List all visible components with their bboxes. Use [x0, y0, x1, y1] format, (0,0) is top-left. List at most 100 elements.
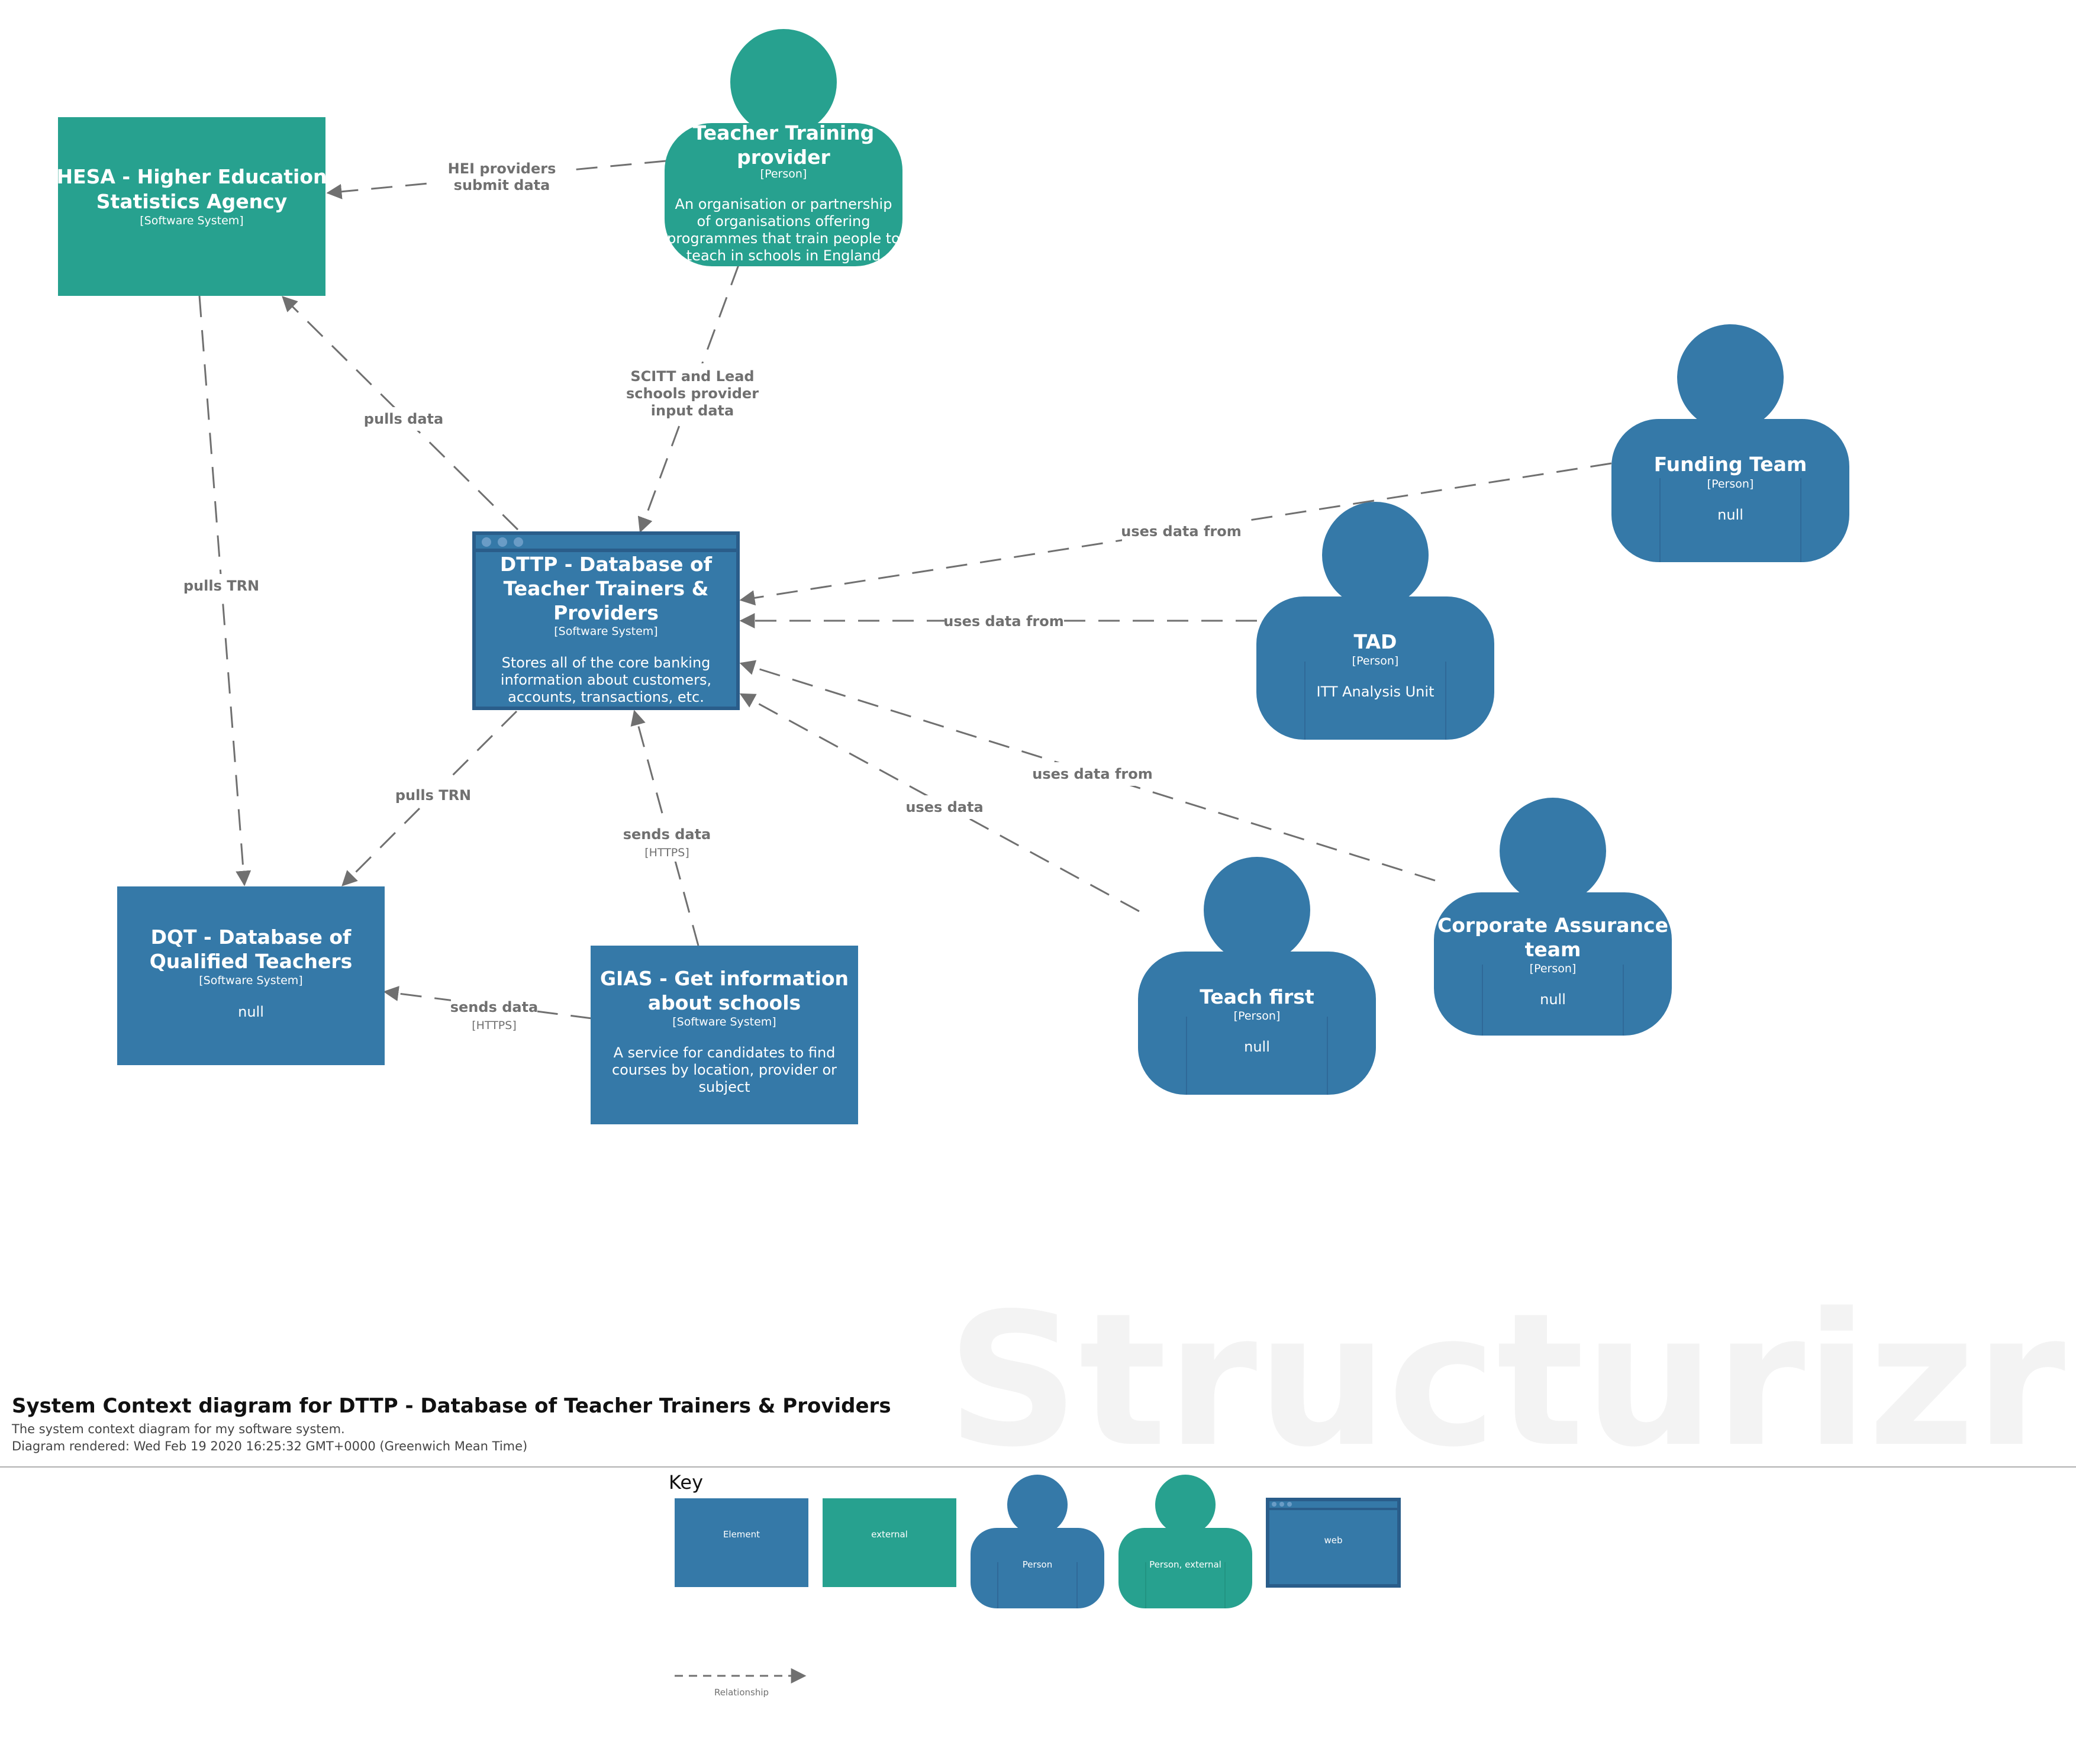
rel-pulls-trn-hesa-label-line-1: pulls TRN [183, 578, 259, 594]
structurizr-watermark: Structurizr [947, 1274, 2067, 1488]
dqt-name-line-1: DQT - Database of [151, 925, 352, 949]
dttp-name-line-3: Providers [553, 601, 659, 624]
key-web-dot-3 [1287, 1502, 1292, 1507]
teachfirst-body [1138, 952, 1376, 1095]
rel-pulls-data-label-line-1: pulls data [364, 411, 443, 427]
ttp-desc-line-3: programmes that train people to [667, 230, 900, 247]
rel-corporate-label-line-1: uses data from [1032, 766, 1152, 782]
rel-pulls-data-line [282, 296, 519, 531]
key-web-dot-1 [1272, 1502, 1276, 1507]
dttp-desc-line-2: information about customers, [501, 672, 711, 688]
dqt-name-line-2: Qualified Teachers [150, 950, 353, 973]
key-item-web: web [1266, 1498, 1401, 1588]
element-gias[interactable]: GIAS - Get information about schools [So… [591, 946, 858, 1124]
key-person-head [1007, 1475, 1068, 1535]
key-item-element: Element [675, 1498, 808, 1587]
rel-funding-label: uses data from [1121, 520, 1242, 543]
element-hesa[interactable]: HESA - Higher Education Statistics Agenc… [56, 117, 327, 296]
ttp-name-line-2: provider [737, 146, 830, 169]
element-corporate-assurance[interactable]: Corporate Assurance team [Person] null [1434, 798, 1672, 1036]
rel-scitt-label: SCITT and Lead schools provider input da… [626, 363, 759, 423]
teachfirst-name: Teach first [1200, 985, 1314, 1008]
diagram-rendered-date: Diagram rendered: Wed Feb 19 2020 16:25:… [12, 1439, 527, 1453]
hesa-type: [Software System] [140, 214, 243, 227]
tad-name: TAD [1354, 630, 1397, 653]
key-person-external-label: Person, external [1149, 1559, 1221, 1570]
key-person-external-head [1155, 1475, 1216, 1535]
gias-name-line-1: GIAS - Get information [600, 967, 849, 990]
key-web-box [1266, 1498, 1400, 1587]
gias-desc-line-3: subject [699, 1079, 750, 1095]
rel-pulls-trn-dttp-label: pulls TRN [393, 783, 473, 807]
key: Key Element external Person Person, exte… [669, 1471, 1401, 1698]
funding-body [1611, 419, 1849, 562]
key-item-person-external: Person, external [1118, 1475, 1252, 1608]
element-dqt[interactable]: DQT - Database of Qualified Teachers [So… [117, 886, 385, 1065]
rel-scitt-label-line-2: schools provider [626, 385, 759, 402]
key-external-label: external [871, 1529, 908, 1540]
rel-hei-label-line-1: HEI providers [448, 160, 556, 177]
key-person-label: Person [1023, 1559, 1052, 1570]
teachfirst-head [1204, 857, 1310, 963]
key-person-body [971, 1528, 1104, 1608]
dttp-window-frame [472, 531, 740, 710]
key-web-label: web [1324, 1535, 1342, 1546]
rel-funding-line [739, 462, 1612, 606]
corporate-desc: null [1540, 991, 1566, 1008]
rel-gias-dqt-technology: [HTTPS] [472, 1019, 517, 1032]
rel-gias-dttp-technology: [HTTPS] [644, 846, 689, 859]
rel-gias-dttp-label: sends data [HTTPS] [623, 823, 711, 862]
dttp-name-line-2: Teacher Trainers & [504, 577, 709, 600]
rel-tad-label-line-1: uses data from [943, 613, 1063, 630]
element-dttp[interactable]: DTTP - Database of Teacher Trainers & Pr… [472, 531, 740, 710]
rel-teachfirst-label-line-1: uses data [905, 799, 983, 815]
key-element-box [675, 1498, 808, 1587]
corporate-type: [Person] [1530, 962, 1577, 975]
ttp-desc-line-2: of organisations offering [697, 213, 871, 230]
rel-gias-dqt-label-line-1: sends data [450, 999, 539, 1015]
tad-arms [1304, 662, 1446, 740]
rel-pulls-trn-hesa-label: pulls TRN [181, 574, 262, 598]
element-teacher-training-provider[interactable]: Teacher Training provider [Person] An or… [665, 29, 902, 266]
hesa-name-line-2: Statistics Agency [96, 190, 287, 213]
diagram-description: The system context diagram for my softwa… [11, 1422, 345, 1436]
rel-scitt-label-line-3: input data [651, 402, 734, 419]
dttp-desc-line-3: accounts, transactions, etc. [508, 689, 704, 705]
title-block: System Context diagram for DTTP - Databa… [11, 1394, 891, 1453]
ttp-body [665, 123, 902, 266]
key-item-person: Person [971, 1475, 1104, 1608]
rel-pulls-trn-dttp-label-line-1: pulls TRN [395, 787, 471, 804]
key-person-external-body [1118, 1528, 1252, 1608]
key-element-label: Element [723, 1529, 760, 1540]
rel-teachfirst-label: uses data [905, 795, 984, 819]
corporate-arms [1482, 965, 1624, 1036]
funding-name: Funding Team [1654, 453, 1807, 476]
rel-gias-dqt-label: sends data [HTTPS] [450, 997, 539, 1036]
ttp-desc-line-1: An organisation or partnership [675, 196, 892, 212]
rel-funding-label-line-1: uses data from [1121, 523, 1241, 540]
rel-hei-label: HEI providers submit data [438, 155, 566, 198]
ttp-desc-line-4: teach in schools in England [686, 247, 881, 264]
key-person-external-arms [1145, 1562, 1226, 1608]
funding-desc: null [1717, 507, 1743, 523]
element-tad[interactable]: TAD [Person] ITT Analysis Unit [1256, 502, 1494, 740]
hesa-name-line-1: HESA - Higher Education [56, 165, 327, 188]
dttp-box [472, 531, 740, 710]
rel-corporate-label: uses data from [1032, 762, 1153, 786]
key-relationship-label: Relationship [714, 1687, 769, 1698]
relationship-labels: HEI providers submit data SCITT and Lead… [181, 155, 1242, 1036]
tad-body [1256, 596, 1494, 740]
gias-desc-line-2: courses by location, provider or [612, 1062, 837, 1078]
key-item-relationship: Relationship [675, 1668, 807, 1698]
corporate-head [1500, 798, 1606, 904]
tad-head [1322, 502, 1429, 608]
gias-box [591, 946, 858, 1124]
dttp-window-dot-3 [514, 537, 523, 547]
element-funding-team[interactable]: Funding Team [Person] null [1611, 324, 1849, 562]
gias-type: [Software System] [672, 1015, 776, 1028]
tad-type: [Person] [1352, 654, 1399, 667]
element-teach-first[interactable]: Teach first [Person] null [1138, 857, 1376, 1095]
ttp-type: [Person] [760, 167, 807, 180]
gias-name-line-2: about schools [648, 991, 801, 1014]
